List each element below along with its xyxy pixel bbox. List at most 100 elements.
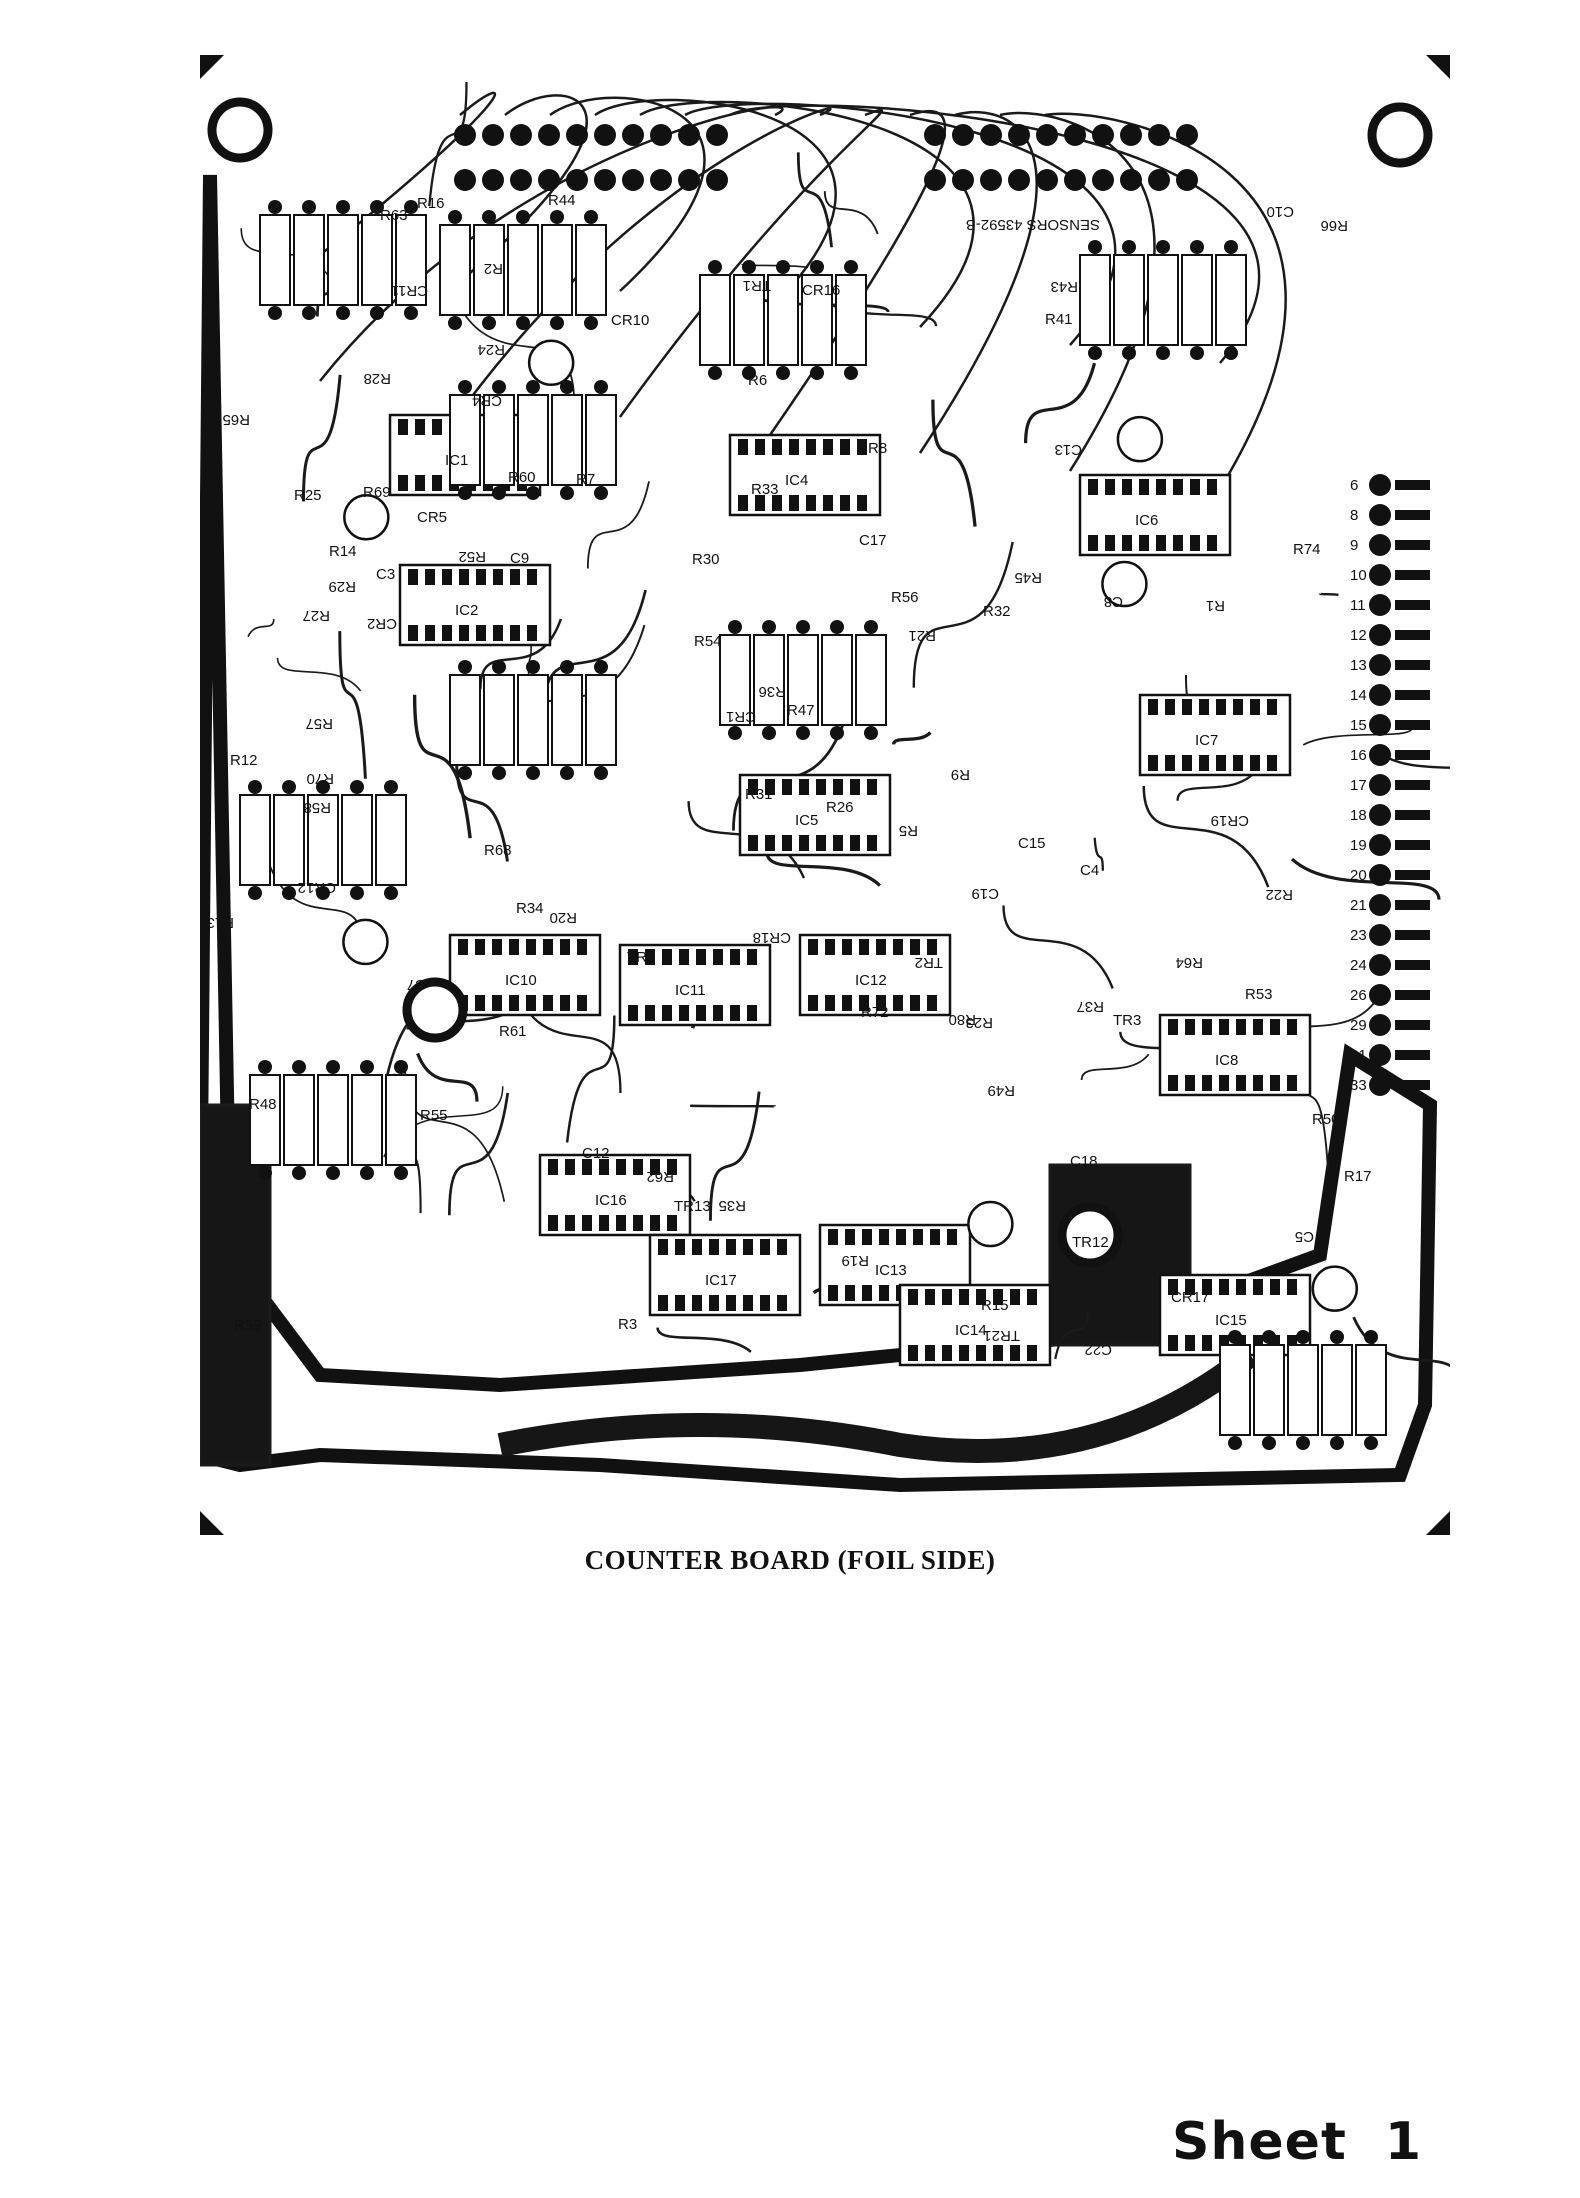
edge-pin-number: 16 — [1350, 747, 1367, 764]
edge-pin-number: 12 — [1350, 627, 1367, 644]
component-label: C5 — [1295, 1228, 1314, 1245]
edge-pin-number: 20 — [1350, 867, 1367, 884]
component-label: R22 — [1265, 886, 1293, 903]
resistor-body — [835, 274, 867, 366]
ic-label: IC13 — [875, 1262, 907, 1279]
header-pad — [1148, 124, 1170, 146]
header-pad — [706, 169, 728, 191]
transistor-tr3 — [527, 339, 575, 387]
pad — [326, 1060, 340, 1074]
resistor-body — [483, 394, 515, 486]
edge-pad — [1369, 774, 1391, 796]
pad — [384, 780, 398, 794]
header-pad — [1092, 124, 1114, 146]
pad — [1364, 1436, 1378, 1450]
edge-finger — [1395, 660, 1430, 670]
pad — [350, 780, 364, 794]
pad — [708, 366, 722, 380]
resistor-body — [733, 274, 765, 366]
pad — [1122, 346, 1136, 360]
component-label: R34 — [516, 900, 544, 917]
edge-finger — [1395, 750, 1430, 760]
pad — [248, 886, 262, 900]
edge-pad — [1369, 864, 1391, 886]
registration-mark — [1426, 1511, 1450, 1535]
edge-pin-number: 14 — [1350, 687, 1367, 704]
pad — [560, 486, 574, 500]
resistor-body — [249, 1074, 281, 1166]
component-label: R44 — [548, 192, 576, 209]
header-pad — [1008, 169, 1030, 191]
signal-trace — [527, 636, 533, 688]
component-label: R35 — [718, 1197, 746, 1214]
component-label: CR1 — [726, 708, 756, 725]
signal-trace — [765, 852, 882, 887]
pad — [728, 726, 742, 740]
pad — [370, 306, 384, 320]
ic-label: IC11 — [675, 982, 706, 999]
header-pad — [594, 169, 616, 191]
component-label: R53 — [1245, 986, 1273, 1003]
pad — [316, 780, 330, 794]
signal-trace — [301, 374, 342, 502]
component-label: R5 — [899, 822, 918, 839]
pad — [844, 366, 858, 380]
component-label: C18 — [1070, 1153, 1098, 1170]
pad — [258, 1060, 272, 1074]
component-label: CR4 — [472, 392, 502, 409]
edge-pin-number: 10 — [1350, 567, 1367, 584]
component-label: R72 — [861, 1004, 889, 1021]
signal-trace — [1002, 905, 1114, 989]
pad — [1088, 346, 1102, 360]
ic-ic12 — [798, 933, 952, 1017]
component-label: R9 — [951, 766, 970, 783]
signal-trace — [891, 731, 932, 746]
edge-finger — [1395, 630, 1430, 640]
edge-pad — [1369, 744, 1391, 766]
pad — [550, 316, 564, 330]
component-label: R61 — [499, 1023, 527, 1040]
header-pad — [1036, 124, 1058, 146]
signal-trace — [1318, 592, 1339, 597]
resistor-body — [541, 224, 573, 316]
pad — [292, 1166, 306, 1180]
edge-pin-number: 18 — [1350, 807, 1367, 824]
pad — [1228, 1436, 1242, 1450]
component-label: R62 — [646, 1168, 674, 1185]
component-label: R20 — [549, 909, 577, 926]
component-label: C8 — [1104, 593, 1123, 610]
pad — [776, 366, 790, 380]
component-label: R24 — [477, 341, 505, 358]
component-label: R8 — [868, 440, 887, 457]
signal-trace — [448, 1092, 510, 1216]
component-label: C12 — [582, 1145, 610, 1162]
pad — [268, 200, 282, 214]
signal-trace — [931, 399, 977, 527]
edge-finger — [1395, 1020, 1430, 1030]
header-pad — [538, 169, 560, 191]
ic-label: IC4 — [785, 472, 808, 489]
resistor-body — [385, 1074, 417, 1166]
ic-ic16 — [538, 1153, 692, 1237]
component-label: TR12 — [1072, 1234, 1109, 1251]
pad — [458, 660, 472, 674]
component-label: CR17 — [1171, 1289, 1209, 1306]
pad — [796, 620, 810, 634]
component-label: R47 — [787, 702, 815, 719]
pcb-foil-diagram: IC1IC2IC4IC5IC6IC7IC8IC10IC11IC12IC13IC1… — [200, 55, 1450, 1535]
edge-pad — [1369, 594, 1391, 616]
component-label: R28 — [363, 370, 391, 387]
resistor-body — [1113, 254, 1145, 346]
resistor-body — [585, 674, 617, 766]
transistor-tr2 — [1311, 1265, 1359, 1312]
edge-pad — [1369, 804, 1391, 826]
component-label: C4 — [1080, 862, 1099, 879]
header-pad — [1148, 169, 1170, 191]
edge-finger — [1395, 780, 1430, 790]
edge-pad — [1369, 504, 1391, 526]
edge-finger — [1395, 510, 1430, 520]
resistor-body — [551, 394, 583, 486]
component-label: TR2 — [915, 954, 943, 971]
pad — [258, 1166, 272, 1180]
transistor-tr21 — [1116, 415, 1164, 463]
